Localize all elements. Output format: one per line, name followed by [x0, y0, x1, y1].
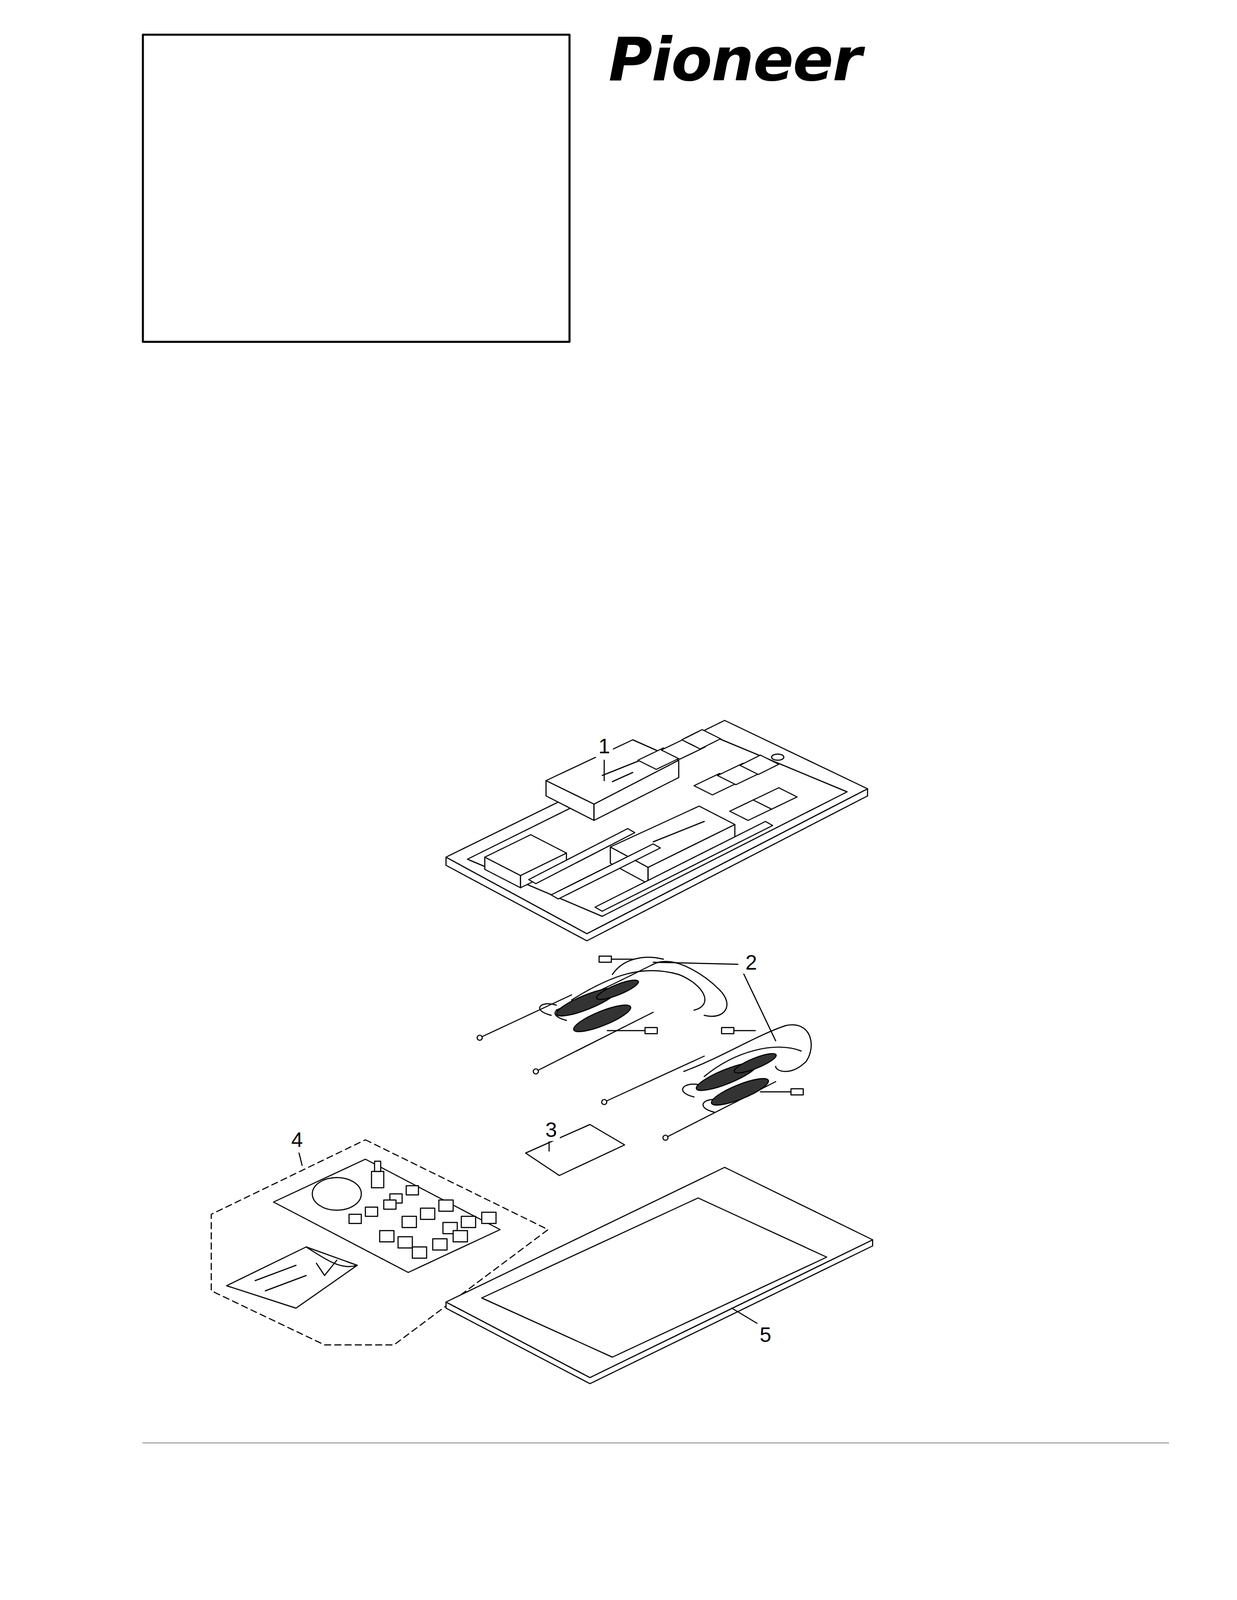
wire-harness: [479, 957, 812, 1139]
flat-sheet: [445, 1167, 873, 1379]
harness-connector: [662, 1135, 668, 1141]
leader-line: [653, 962, 739, 965]
flat-sheet: [445, 1167, 873, 1384]
blister-tray: [771, 754, 784, 761]
wire-harness: [479, 995, 573, 1039]
leader-line: [603, 760, 605, 781]
parts-bag: [374, 1161, 382, 1173]
parts-bag: [371, 1171, 384, 1189]
harness-connector: [533, 1069, 539, 1075]
harness-bundle: [708, 1074, 772, 1111]
blank-frame: [142, 34, 570, 343]
wire-harness: [604, 1056, 705, 1103]
harness-connector: [601, 1099, 607, 1105]
callout-number: 2: [742, 951, 760, 974]
harness-bundle: [594, 977, 641, 1004]
flat-sheet: [481, 1198, 827, 1358]
callout-number: 4: [288, 1128, 306, 1152]
parts-bag: [306, 1247, 358, 1267]
harness-connector: [791, 1089, 804, 1096]
leader-line: [743, 972, 776, 1042]
parts-bag: [312, 1178, 362, 1211]
parts-bag: [402, 1216, 417, 1228]
footer-rule: [142, 1442, 1169, 1444]
parts-bag: [255, 1265, 307, 1291]
parts-bag: [379, 1231, 395, 1243]
blister-tray: [467, 737, 848, 917]
harness-connector: [477, 1035, 483, 1041]
parts-bag: [398, 1237, 413, 1249]
harness-bundle: [732, 1050, 778, 1077]
brand-logo: Pioneer: [608, 29, 862, 90]
blister-tray: [445, 720, 868, 942]
parts-bag: [432, 1239, 448, 1251]
parts-bag: [439, 1200, 454, 1212]
parts-bag: [316, 1260, 338, 1277]
parts-bag: [412, 1247, 427, 1259]
callout-number: 5: [757, 1323, 775, 1347]
harness-connector: [477, 956, 804, 1141]
blister-tray: [445, 720, 868, 934]
harness-bundle: [571, 1000, 634, 1037]
parts-bag: [406, 1186, 419, 1196]
parts-bag: [226, 1247, 358, 1309]
callout-number: 3: [542, 1118, 560, 1142]
leader-line: [731, 1308, 758, 1325]
harness-connector: [599, 956, 612, 963]
parts-bag: [481, 1212, 497, 1224]
blister-tray: [653, 821, 705, 842]
parts-bag: [349, 1214, 362, 1224]
parts-bag: [365, 1207, 378, 1217]
leader-line: [548, 1142, 550, 1152]
blister-tray: [595, 821, 773, 912]
blister-tray: [681, 729, 721, 750]
exploded-view: [142, 34, 1169, 1444]
harness-connector: [645, 1027, 658, 1035]
wire-harness: [612, 957, 664, 975]
wire-harness: [539, 1003, 557, 1016]
leader-line: [298, 1153, 303, 1166]
leader-line: [298, 760, 776, 1324]
blister-tray: [753, 787, 798, 810]
blister-tray: [739, 755, 779, 775]
parts-bag: [383, 1200, 397, 1210]
card: [525, 1124, 625, 1177]
blister-tray: [528, 828, 636, 885]
harness-bundle: [553, 977, 778, 1111]
blister-tray: [612, 772, 633, 782]
parts-bag: [420, 1208, 436, 1220]
parts-bag: [461, 1216, 476, 1228]
harness-connector: [721, 1027, 734, 1035]
parts-bag: [453, 1231, 468, 1243]
callout-number: 1: [595, 734, 613, 758]
